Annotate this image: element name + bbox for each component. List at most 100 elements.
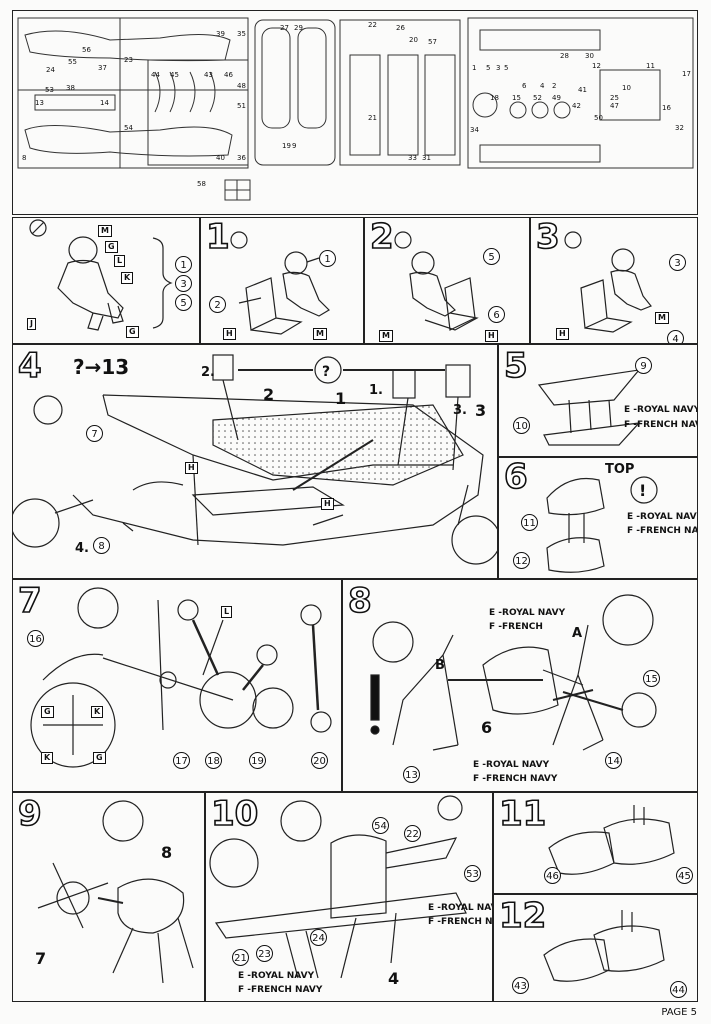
paint-tag: K [41,752,54,764]
part-number: 11 [521,514,538,531]
svg-text:16: 16 [662,104,671,112]
paint-tag: M [379,330,393,342]
svg-text:49: 49 [552,94,561,102]
part-number: 5 [175,294,192,311]
svg-text:22: 22 [368,21,377,29]
part-number: 10 [513,417,530,434]
part-number: 16 [27,630,44,647]
step-reference: ?→13 [73,355,130,379]
float-part-drawing [543,910,665,982]
svg-text:46: 46 [224,71,233,79]
svg-text:29: 29 [294,24,303,32]
svg-text:34: 34 [470,126,479,134]
svg-text:57: 57 [428,38,437,46]
step-8-panel: 8 A B E -ROYAL NAVY F -FR [342,579,698,792]
part-number: 6 [488,306,505,323]
step-number: 3 [535,217,560,257]
svg-text:21: 21 [368,114,377,122]
part-number: 3 [669,254,686,271]
variant-label: F -FRENCH NAVY [238,985,323,995]
part-number: 23 [256,945,273,962]
paint-tag: H [321,498,334,510]
svg-text:47: 47 [610,102,619,110]
step-number: 8 [347,581,372,621]
paint-tag: H [485,330,498,342]
sub-step-label: 3. [453,403,467,418]
figure-painting-panel: M G L K J G 1 3 5 [12,217,200,344]
variant-label: E -ROYAL NAVY [624,405,698,415]
nose-cowl-drawing: ! [546,476,658,573]
part-label: 1 [335,389,347,408]
svg-text:54: 54 [124,124,133,132]
svg-text:17: 17 [682,70,691,78]
svg-text:55: 55 [68,58,77,66]
paint-tag: L [221,606,233,618]
paint-tag: H [556,328,569,340]
paint-tag: M [655,312,669,324]
part-number: 13 [403,766,420,783]
top-label: TOP [605,462,635,477]
svg-text:10: 10 [622,84,631,92]
part-number: 45 [676,867,693,884]
svg-text:28: 28 [560,52,569,60]
svg-text:!: ! [639,481,646,500]
part-number: 20 [311,752,328,769]
variant-label: E -ROYAL NAVY [238,971,315,981]
paint-tag: L [114,255,126,267]
paint-tag: H [223,328,236,340]
sprue-sheet-frame [12,10,698,215]
svg-text:14: 14 [100,99,109,107]
variant-label: E -ROYAL NAVY [473,760,550,770]
paint-tag: M [98,225,112,237]
svg-text:26: 26 [396,24,405,32]
part-label: 6 [481,718,493,737]
fuselage-assembly-drawing: ? [13,354,497,565]
engine-mount-drawing [37,800,194,984]
svg-text:37: 37 [98,64,107,72]
part-number: 17 [173,752,190,769]
strut-letter: A [572,626,583,641]
step-number: 6 [503,457,528,497]
sub-step-label: 4. [75,541,89,556]
paint-tag: G [126,326,139,338]
svg-text:5: 5 [504,64,508,72]
step-10-panel: 10 54 22 53 21 23 24 4 E -ROYAL NAVY F -… [205,792,493,1002]
part-number: 3 [175,275,192,292]
step-7-panel: 7 16 17 18 19 20 [12,579,342,792]
step-6-panel: 6 TOP ! 11 12 E -ROYAL NAVY F -FRENCH NA… [498,457,698,579]
part-number: 4 [667,330,684,343]
paint-tag: K [91,706,104,718]
step-number: 4 [17,346,42,386]
part-number: 44 [670,981,687,998]
step-11-panel: 11 46 45 [493,792,698,894]
part-number: 1 [319,250,336,267]
svg-text:52: 52 [533,94,542,102]
svg-text:33: 33 [408,154,417,162]
step-number: 2 [369,217,394,257]
paint-tag: H [185,462,198,474]
svg-text:53: 53 [45,86,54,94]
svg-text:13: 13 [35,99,44,107]
svg-text:12: 12 [592,62,601,70]
seat-figure-drawing [394,231,479,331]
svg-text:39: 39 [216,30,225,38]
svg-text:24: 24 [46,66,55,74]
step-number: 10 [210,794,259,834]
svg-text:2: 2 [552,82,556,90]
part-label: 4 [388,969,400,988]
svg-text:43: 43 [204,71,213,79]
cowl-struts-drawing [370,594,657,751]
seat-figure-drawing [230,231,330,335]
step-number: 1 [205,217,230,257]
svg-text:40: 40 [216,154,225,162]
svg-text:50: 50 [594,114,603,122]
variant-label: E -ROYAL NAVY [627,512,698,522]
part-number: 19 [249,752,266,769]
part-label: 8 [161,843,173,862]
part-number: 24 [310,929,327,946]
part-number: 18 [205,752,222,769]
paint-tag: J [27,318,36,330]
paint-tag: G [105,241,118,253]
part-number: 8 [93,537,110,554]
